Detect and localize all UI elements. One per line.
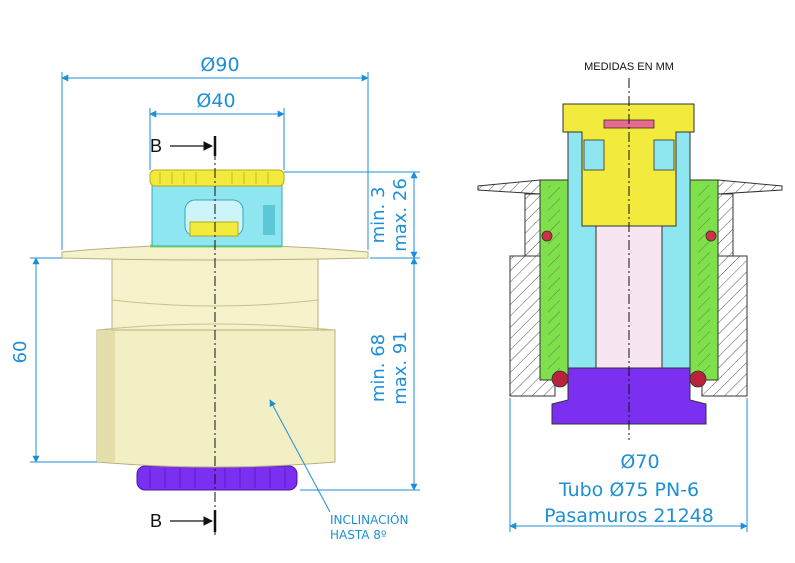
section-purple-base <box>551 367 707 425</box>
dim-outer-diameter: Ø90 <box>200 54 239 76</box>
dim-inner-diameter: Ø40 <box>196 90 235 112</box>
dim-body-max: max. 91 <box>390 331 411 405</box>
section-mark-bottom: B <box>150 511 162 531</box>
lower-body <box>96 329 336 468</box>
section-marks <box>170 136 217 532</box>
seal-upper-left <box>541 230 553 242</box>
cyan-insert <box>151 181 283 247</box>
units-note: MEDIDAS EN MM <box>584 61 674 73</box>
note-line1: INCLINACIÓN <box>330 512 408 527</box>
dim-top-min: min. 3 <box>368 187 389 244</box>
section-mark-top: B <box>150 136 162 156</box>
left-dimensions <box>30 72 420 513</box>
dim-top-max: max. 26 <box>390 178 411 252</box>
product-label: Pasamuros 21248 <box>544 505 714 527</box>
right-view <box>477 78 783 440</box>
yellow-cap <box>149 169 285 187</box>
dim-bottom-diameter: Ø70 <box>620 451 659 473</box>
section-flange-right <box>717 179 783 195</box>
base-nut <box>136 465 298 491</box>
right-dimensions <box>509 398 748 532</box>
section-flange-left <box>477 179 541 195</box>
seal-lower-left <box>551 370 569 388</box>
note-line2: HASTA 8º <box>330 528 387 542</box>
left-view <box>61 150 369 535</box>
seal-upper-right <box>705 230 717 242</box>
dim-body-min: min. 68 <box>368 334 389 402</box>
pipe-label: Tubo Ø75 PN-6 <box>558 479 699 501</box>
seal-lower-right <box>689 370 707 388</box>
dim-height: 60 <box>10 341 31 364</box>
